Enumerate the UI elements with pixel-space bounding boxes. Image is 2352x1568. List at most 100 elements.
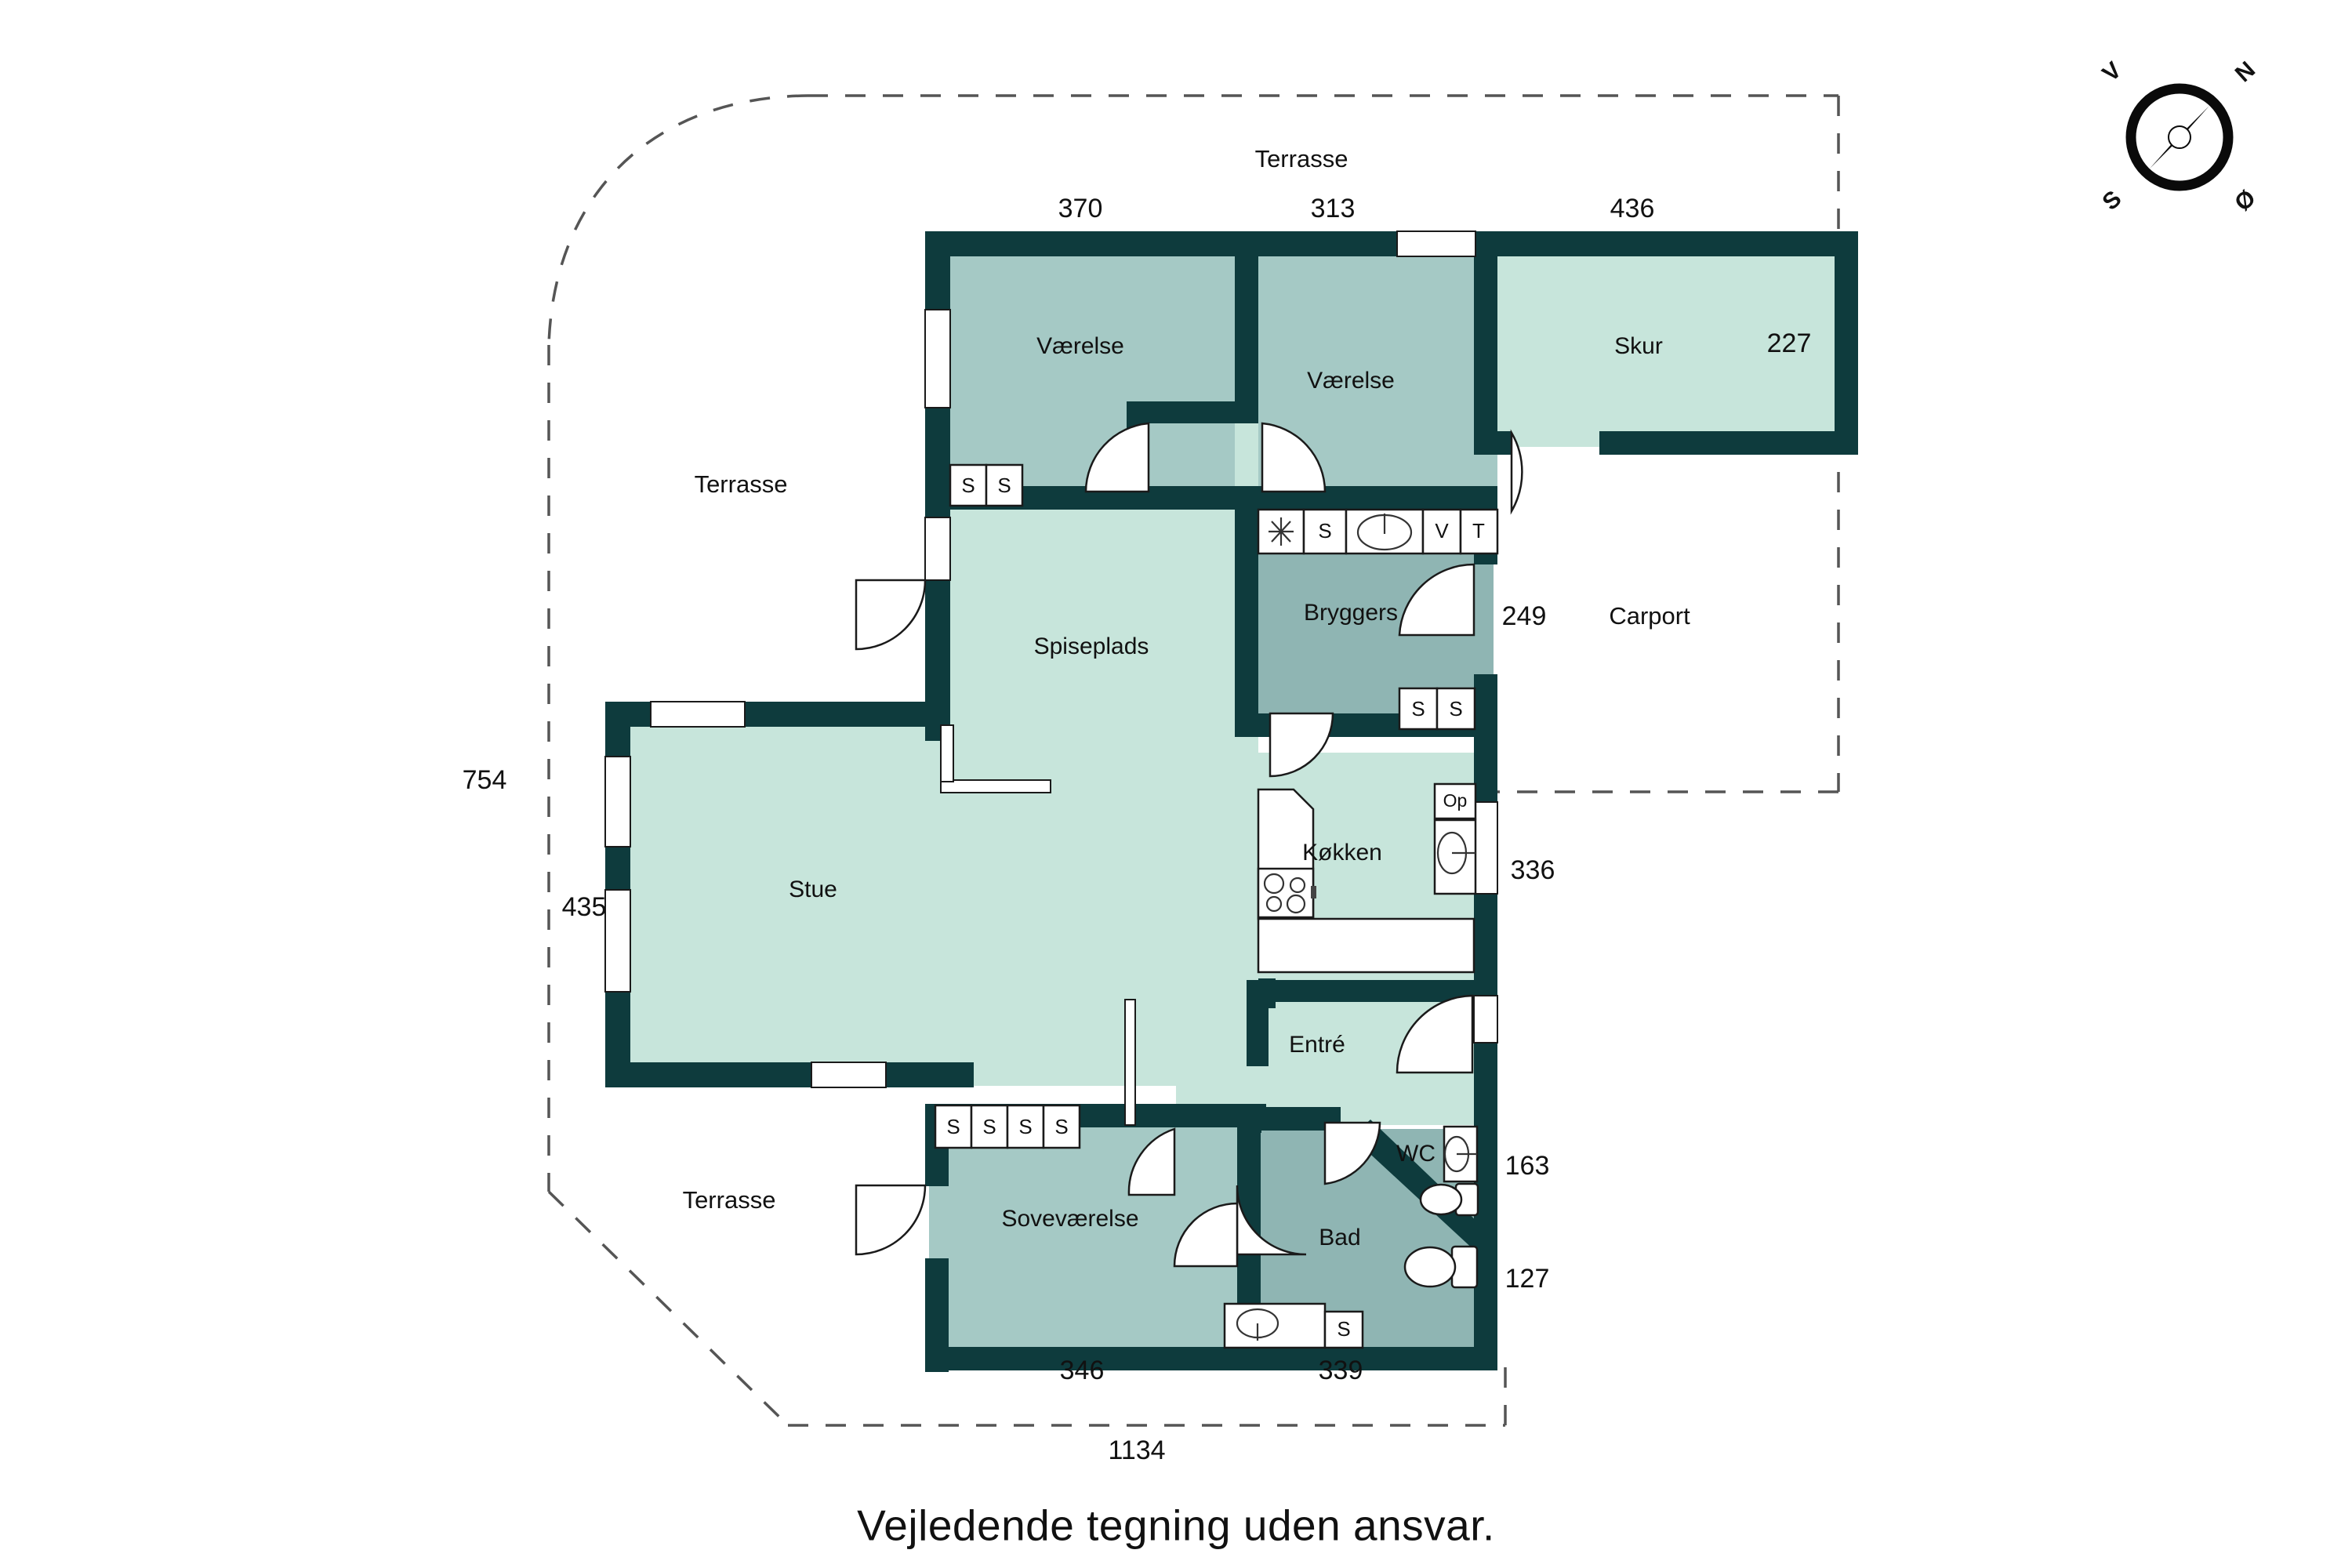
door-swing-icon-vaerelse2 <box>1261 422 1327 493</box>
zone-label-terrasse-left: Terrasse <box>695 470 788 498</box>
wall-hall-east-a <box>1474 757 1497 802</box>
wall-hall-east-c <box>1474 1043 1497 1133</box>
window-icon-interior-b <box>940 724 954 782</box>
closet-label-sv-2: S <box>982 1115 996 1138</box>
window-icon-stue-west-1 <box>604 756 631 848</box>
dimension-336: 336 <box>1511 855 1555 885</box>
compass-label-s: S <box>2097 186 2126 216</box>
wall-skur-east <box>1835 231 1858 455</box>
dimension-127: 127 <box>1505 1264 1550 1294</box>
room-fill-stue <box>627 725 1176 1086</box>
toilet-icon <box>1419 1182 1479 1217</box>
wall-stue-south <box>605 1062 974 1087</box>
door-swing-icon-hall-sove <box>1127 1127 1176 1196</box>
wall-hall-div-a <box>1247 984 1269 1066</box>
sink-icon <box>1236 1308 1279 1341</box>
closet-label-sv-4: S <box>1054 1115 1068 1138</box>
closet-label-bad: S <box>1337 1317 1350 1341</box>
door-swing-icon-bryggers-south <box>1269 712 1334 778</box>
dimension-313: 313 <box>1311 194 1356 223</box>
closet-label-v1-1: S <box>961 474 975 497</box>
closet-label-br-2: S <box>1449 697 1462 720</box>
room-label-bad: Bad <box>1319 1225 1360 1250</box>
bryggers-fixture-t: T <box>1472 519 1485 543</box>
closet-group-sovevaerelse: S S S S <box>934 1104 1081 1149</box>
room-label-entre: Entré <box>1289 1032 1345 1058</box>
windows <box>604 230 1498 1126</box>
zone-labels: Terrasse Terrasse Terrasse Carport <box>683 145 1691 1214</box>
window-icon-stue-south <box>811 1062 887 1088</box>
wall-east-vaerelse2 <box>1474 255 1497 435</box>
door-swing-icon-terrace-west <box>855 579 927 651</box>
dimension-1134: 1134 <box>1108 1436 1165 1465</box>
dimension-435: 435 <box>562 892 607 922</box>
door-swing-icon-sove-east <box>1236 1185 1307 1256</box>
doors <box>855 422 1523 1268</box>
room-fill-vaerelse-1 <box>929 255 1235 490</box>
wall-stue-west-a <box>605 702 630 757</box>
window-icon-east-entre <box>1473 995 1498 1044</box>
kitchen-fixtures: Op <box>1257 782 1477 974</box>
sink-icon <box>1436 831 1475 875</box>
wall-stue-west-b <box>605 847 630 890</box>
bryggers-fixture-s: S <box>1318 519 1331 543</box>
window-icon-north-1 <box>1396 230 1476 257</box>
compass-label-v: V <box>2097 57 2126 87</box>
wall-sove-south <box>925 1347 1262 1370</box>
oven-op: Op <box>1433 782 1477 820</box>
fixtures: S S S V T <box>934 463 1499 1349</box>
room-fill-hall <box>1176 725 1258 1125</box>
closet-group-bryggers: S S <box>1398 687 1476 731</box>
wall-bryggers-west <box>1235 486 1258 737</box>
closet-label-br-1: S <box>1411 697 1425 720</box>
dimension-163: 163 <box>1505 1151 1550 1181</box>
room-label-vaerelse-1: Værelse <box>1036 333 1124 359</box>
room-label-stue: Stue <box>789 877 837 902</box>
compass-label-oe: Ø <box>2230 185 2260 216</box>
dimension-346: 346 <box>1060 1356 1105 1385</box>
dimension-227: 227 <box>1767 328 1812 358</box>
asterisk-icon <box>1269 517 1294 546</box>
room-label-vaerelse-2: Værelse <box>1307 368 1395 394</box>
door-swing-icon-vaerelse1 <box>1084 422 1150 493</box>
door-swing-icon-sove-west <box>855 1184 927 1256</box>
bad-fixtures: S <box>1223 1245 1479 1349</box>
closet-label-sv-3: S <box>1018 1115 1032 1138</box>
wall-partition-vaerelse <box>1235 255 1258 416</box>
door-swing-icon-bryggers-east <box>1398 563 1475 637</box>
wall-skur-south <box>1599 431 1858 455</box>
room-label-bryggers: Bryggers <box>1304 600 1398 626</box>
bryggers-fixture-row: S V T <box>1257 508 1499 555</box>
compass-icon: V N S Ø <box>2097 56 2260 216</box>
wall-hall-stub <box>1243 1105 1261 1133</box>
oven-label: Op <box>1443 790 1468 811</box>
bryggers-fixture-v: V <box>1435 519 1449 543</box>
room-fill-skur <box>1494 255 1854 447</box>
room-label-skur: Skur <box>1614 333 1663 359</box>
window-icon-west-2 <box>924 517 951 581</box>
zone-label-carport: Carport <box>1609 602 1690 630</box>
stove-icon <box>1257 867 1316 919</box>
window-icon-interior-a <box>940 779 1051 793</box>
wall-hall-east-b <box>1474 894 1497 996</box>
wc-fixtures <box>1419 1125 1479 1217</box>
dimension-436: 436 <box>1610 194 1655 223</box>
wall-west-upper <box>925 231 950 310</box>
door-swing-icon-skur <box>1510 429 1523 515</box>
closet-label-sv-1: S <box>946 1115 960 1138</box>
dimension-339: 339 <box>1319 1356 1363 1385</box>
wall-top-north <box>925 231 1858 256</box>
zone-label-terrasse-bottom: Terrasse <box>683 1186 776 1214</box>
window-icon-east-kitchen <box>1473 801 1498 895</box>
closet-group-vaerelse1: S S <box>949 463 1024 507</box>
room-label-spiseplads: Spiseplads <box>1034 633 1149 659</box>
window-icon-stue-north <box>650 701 746 728</box>
door-swing-icon-bad <box>1173 1202 1239 1268</box>
window-icon-interior-c <box>1124 999 1136 1126</box>
dimension-370: 370 <box>1058 194 1103 223</box>
window-icon-stue-west-2 <box>604 889 631 993</box>
window-icon-west-1 <box>924 309 951 408</box>
room-label-koekken: Køkken <box>1302 840 1382 866</box>
